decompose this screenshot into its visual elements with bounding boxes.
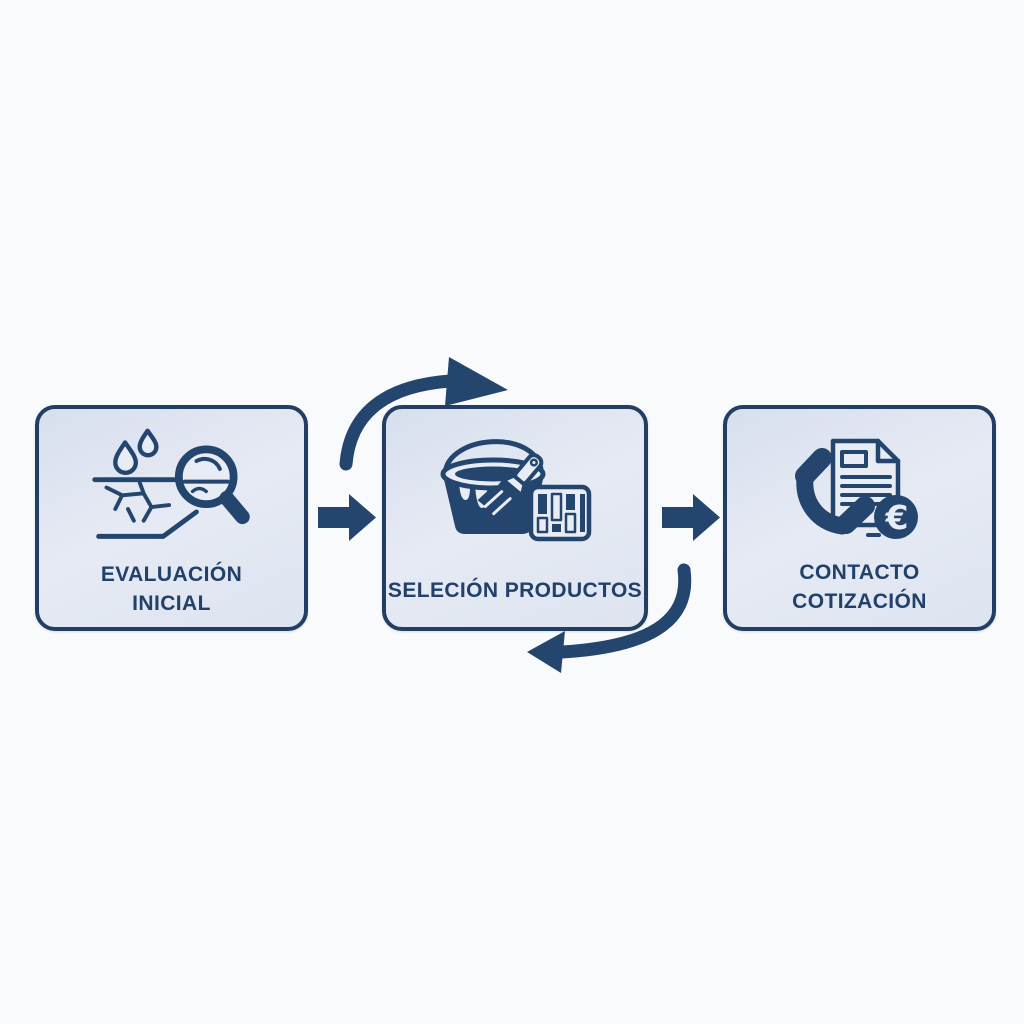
- euro-symbol: €: [884, 498, 908, 537]
- arrow-step1-to-step2: [318, 494, 376, 541]
- quote-document: [830, 438, 900, 528]
- surface-edge-line: [95, 509, 199, 539]
- phone-handset-icon: [794, 448, 875, 535]
- phone-document-euro-icon: €: [727, 435, 992, 550]
- arrow-step2-to-step3: [662, 494, 720, 541]
- water-drop-icon: [112, 440, 138, 475]
- surface-inspection-magnifier-icon: [39, 421, 304, 553]
- water-drop-icon: [137, 428, 159, 458]
- paint-bucket-brush-swatches-icon: [386, 427, 644, 555]
- flow-step-contacto-cotizacion: € CONTACTO COTIZACIÓN: [723, 405, 996, 631]
- step-label: SELECIÓN PRODUCTOS: [387, 579, 643, 602]
- step-label: EVALUACIÓN INICIAL: [100, 563, 243, 615]
- magnifier-handle: [218, 490, 250, 525]
- cracks: [104, 480, 171, 523]
- color-swatch-card: [528, 484, 592, 542]
- flow-step-evaluacion-inicial: EVALUACIÓN INICIAL: [35, 405, 308, 631]
- flow-step-selecion-productos: SELECIÓN PRODUCTOS: [382, 405, 648, 631]
- euro-coin-icon: €: [873, 495, 918, 539]
- step-label: CONTACTO COTIZACIÓN: [792, 561, 927, 613]
- paintbrush: [477, 453, 544, 525]
